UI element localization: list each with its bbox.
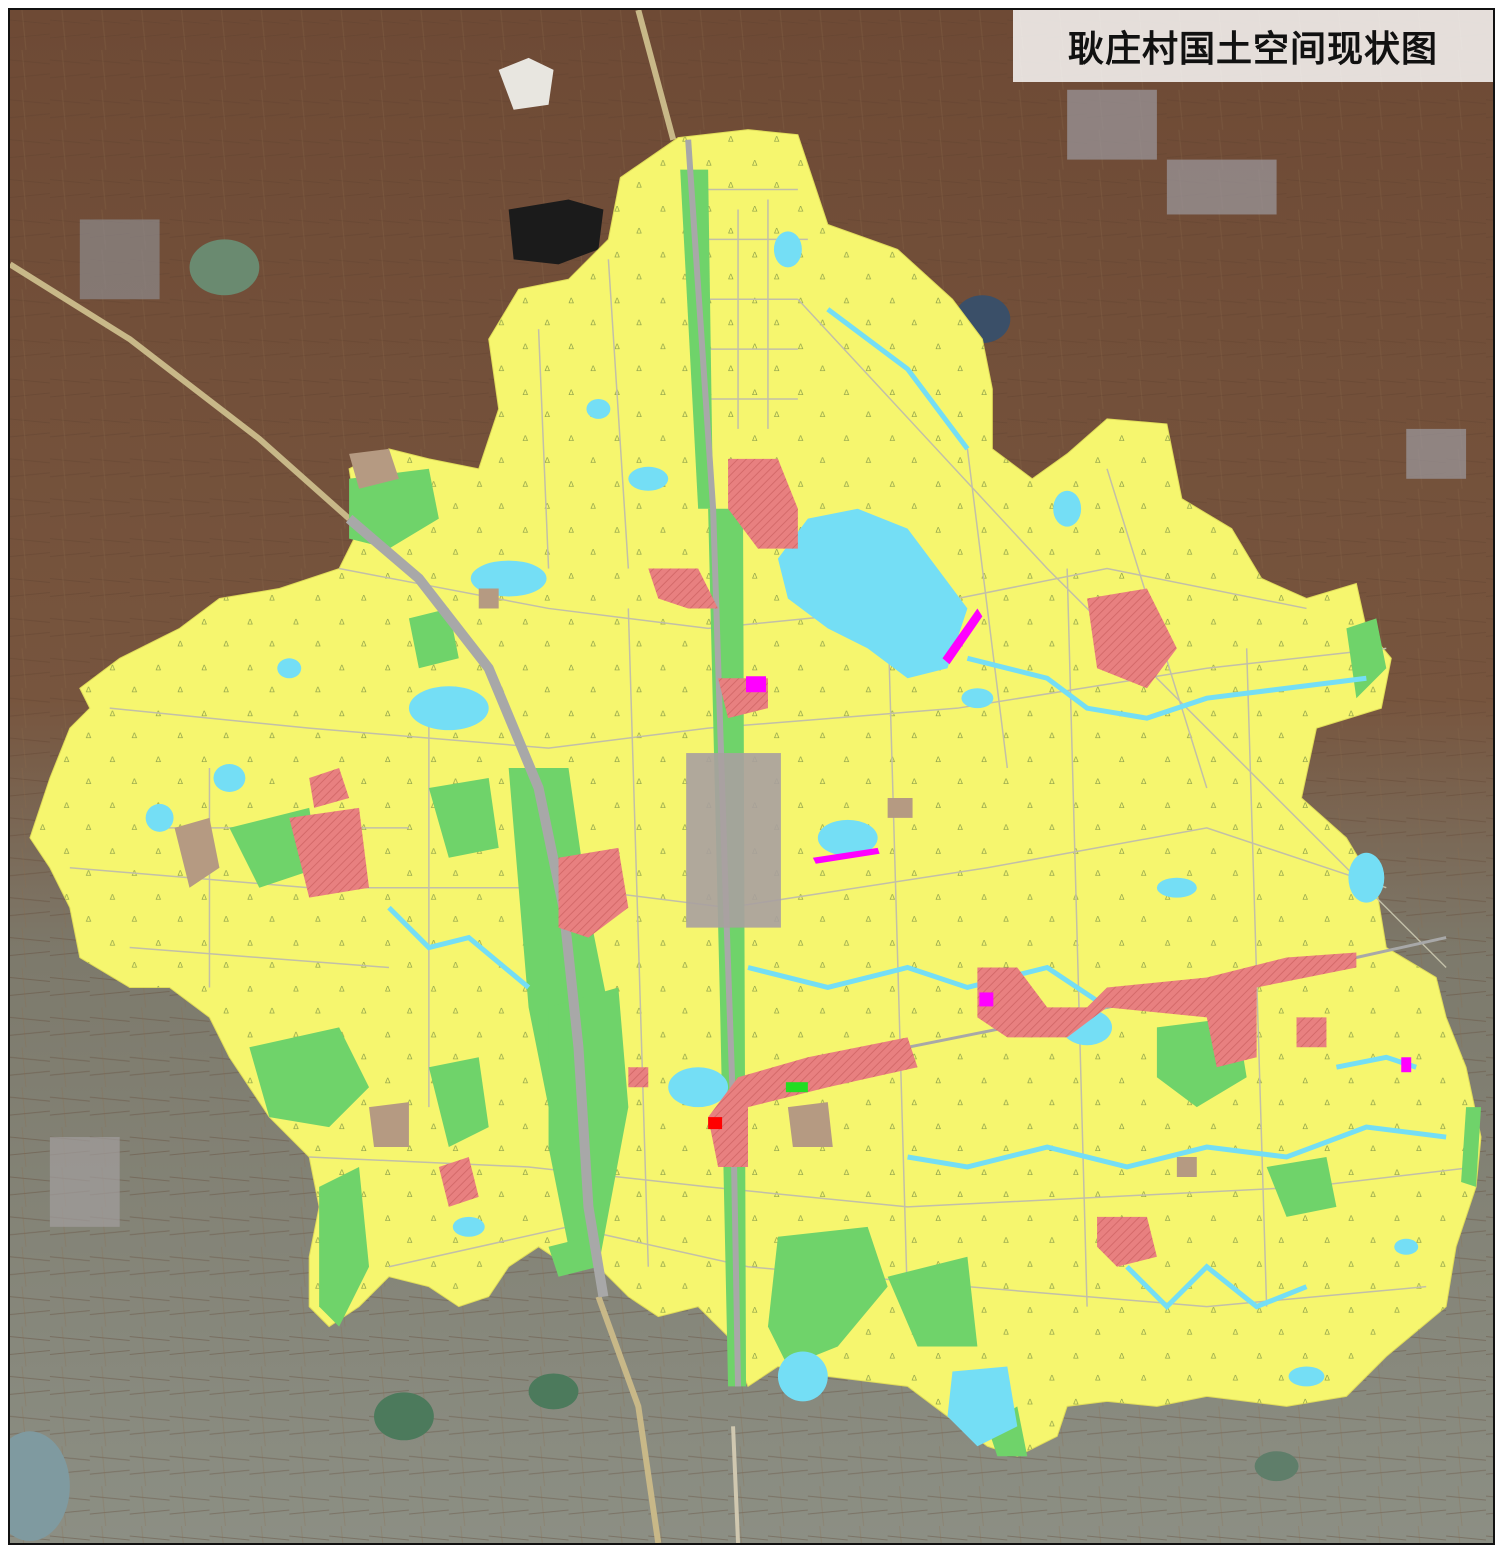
- imagery-village-3: [79, 219, 160, 300]
- imagery-road-south: [595, 1295, 662, 1543]
- imagery-pond-se: [1254, 1451, 1299, 1482]
- imagery-pond-nw: [189, 239, 260, 296]
- imagery-road-south-2: [731, 1426, 741, 1543]
- land-use-map[interactable]: ᐃ ᐃ: [10, 10, 1493, 1543]
- water-bodies: [145, 231, 1419, 1447]
- imagery-village-2: [1166, 159, 1277, 215]
- expressway: [345, 514, 609, 1298]
- map-title: 耿庄村国土空间现状图: [1067, 29, 1438, 70]
- imagery-village-5: [1406, 428, 1467, 479]
- rivers: [387, 307, 1447, 1311]
- imagery-village-1: [1067, 89, 1157, 160]
- green-facility: [785, 1082, 808, 1093]
- industrial-land: [174, 448, 1197, 1177]
- unclassified-block: [686, 753, 781, 928]
- imagery-lake-sw: [10, 1431, 70, 1541]
- imagery-road-north: [635, 10, 677, 141]
- map-title-box: 耿庄村国土空间现状图: [1013, 10, 1493, 82]
- imagery-quarry-pit: [498, 57, 554, 110]
- public-facilities: [746, 608, 1412, 1073]
- imagery-pond-s: [528, 1373, 579, 1410]
- imagery-village-4: [49, 1137, 120, 1227]
- imagery-pond-sw: [374, 1392, 434, 1441]
- map-frame: ᐃ ᐃ: [8, 8, 1495, 1545]
- imagery-reservoir-north: [508, 199, 604, 265]
- imagery-highway-nw: [10, 261, 352, 521]
- commercial-land: [708, 1117, 723, 1130]
